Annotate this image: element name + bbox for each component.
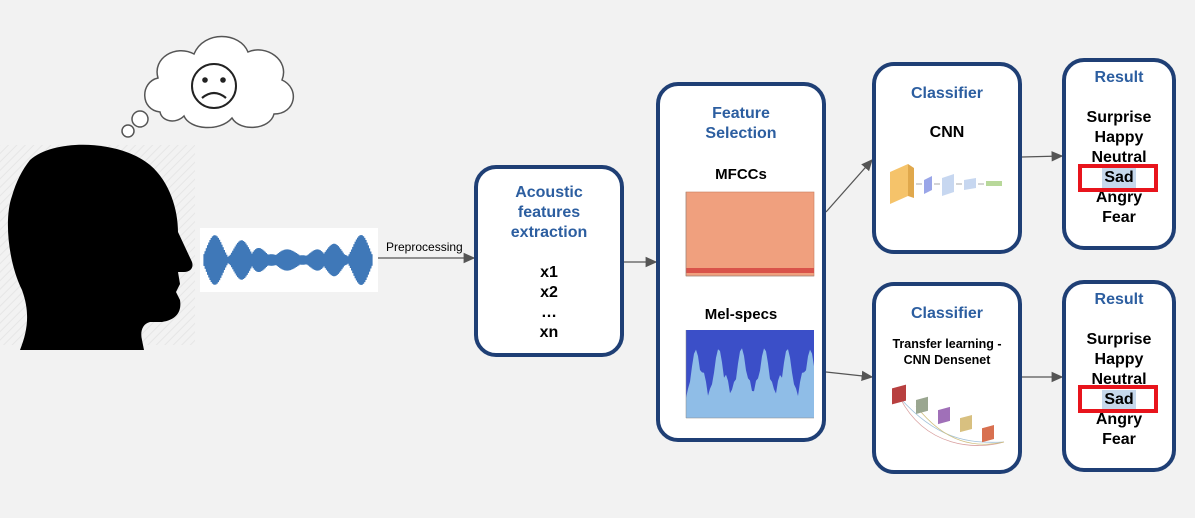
result-bottom-selected-text: Sad (1102, 390, 1136, 410)
feature-ellipsis: … (541, 304, 557, 321)
result-bottom-emotion: Happy (1094, 351, 1144, 368)
feature-x2: x2 (540, 284, 558, 301)
feature-selection-box: Feature Selection MFCCs Mel-specs (656, 82, 826, 442)
result-bottom-emotion: Neutral (1091, 371, 1147, 388)
classifier-bottom-title: Classifier (910, 305, 984, 322)
result-bottom-emotion-selected: Sad (1066, 390, 1172, 410)
result-top-emotion: Surprise (1086, 109, 1152, 126)
melspec-spectrogram-image (685, 330, 814, 419)
arrow-to-result-top (1021, 151, 1064, 162)
waveform-icon (203, 234, 373, 286)
mfcc-label: MFCCs (715, 166, 767, 183)
cnn-architecture-image (890, 164, 1002, 204)
arrow-to-classifier-bottom (825, 370, 874, 382)
classifier-bottom-model: Transfer learning - CNN Densenet (892, 337, 1002, 367)
melspec-label: Mel-specs (704, 306, 778, 323)
result-top-selected-text: Sad (1102, 168, 1136, 188)
head-silhouette-icon (7, 144, 193, 350)
sad-face-icon (191, 63, 237, 109)
feature-selection-title: Feature Selection (705, 105, 777, 142)
classifier-top-title: Classifier (910, 85, 984, 102)
feature-x1: x1 (540, 264, 558, 281)
classifier-top-box: Classifier CNN (872, 62, 1022, 254)
result-bottom-box: Result Surprise Happy Neutral Sad Angry … (1062, 280, 1176, 472)
classifier-top-model: CNN (929, 124, 965, 141)
result-bottom-emotion: Angry (1095, 411, 1143, 428)
acoustic-title: Acoustic features extraction (510, 184, 588, 241)
result-top-emotion: Happy (1094, 129, 1144, 146)
result-top-box: Result Surprise Happy Neutral Sad Angry … (1062, 58, 1176, 250)
result-top-emotion: Angry (1095, 189, 1143, 206)
result-top-highlight-box (1078, 164, 1158, 192)
result-bottom-emotion: Surprise (1086, 331, 1152, 348)
result-top-title: Result (1094, 69, 1144, 86)
mfcc-spectrogram-image (685, 191, 815, 277)
result-top-emotion-selected: Sad (1066, 168, 1172, 188)
classifier-bottom-box: Classifier Transfer learning - CNN Dense… (872, 282, 1022, 474)
densenet-architecture-image (892, 384, 1005, 446)
acoustic-features-box: Acoustic features extraction x1 x2 … xn (474, 165, 624, 357)
preprocessing-label: Preprocessing (386, 240, 463, 254)
arrow-to-classifier-top (825, 159, 873, 213)
feature-xn: xn (539, 324, 559, 341)
result-bottom-emotion: Fear (1102, 431, 1136, 448)
result-top-emotion: Fear (1102, 209, 1136, 226)
result-top-emotion: Neutral (1091, 149, 1147, 166)
result-bottom-title: Result (1094, 291, 1144, 308)
result-bottom-highlight-box (1078, 385, 1158, 413)
